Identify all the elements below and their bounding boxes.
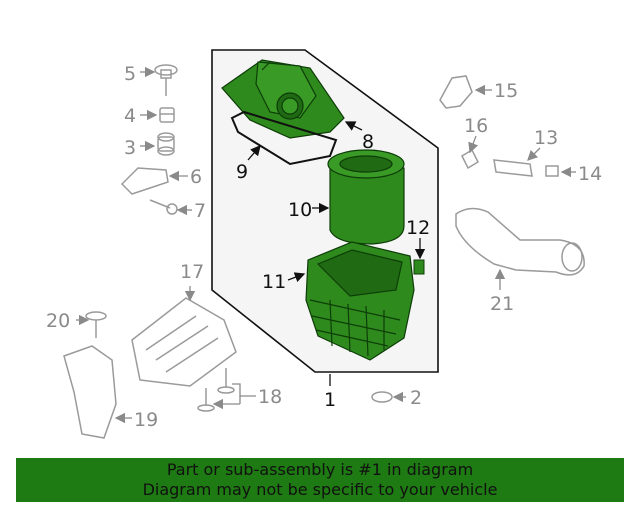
callout-10: 10 [288, 199, 312, 221]
duct-outlet [561, 242, 583, 272]
washer-2 [371, 391, 393, 403]
callout-9: 9 [236, 161, 248, 183]
callout-11: 11 [262, 271, 286, 293]
callout-8: 8 [362, 131, 374, 153]
callout-1: 1 [324, 389, 336, 411]
callout-21: 21 [490, 293, 514, 315]
air-cleaner-cover [221, 59, 345, 139]
notice-banner: Part or sub-assembly is #1 in diagram Di… [16, 458, 624, 502]
bolt-18a-head [217, 386, 235, 394]
lower-housing [305, 241, 415, 361]
duct-19 [63, 345, 117, 439]
callout-16: 16 [464, 115, 488, 137]
air-filter-element [327, 149, 405, 245]
nut-4 [159, 107, 175, 123]
callout-15: 15 [494, 80, 518, 102]
bolt-7 [149, 199, 171, 209]
callout-7: 7 [194, 200, 206, 222]
clip-14 [545, 165, 559, 177]
callout-20: 20 [46, 310, 70, 332]
bolt-20-head [85, 311, 107, 321]
bolt-7-head [166, 203, 178, 215]
callout-numbers: 1 2 3 4 5 6 7 8 9 10 11 12 13 14 15 16 1… [46, 63, 602, 431]
callout-17: 17 [180, 261, 204, 283]
callout-2: 2 [410, 387, 422, 409]
bolt-5 [154, 64, 178, 96]
grommet-3 [157, 132, 175, 156]
bracket-6 [120, 167, 169, 195]
parts-diagram: 1 2 3 4 5 6 7 8 9 10 11 12 13 14 15 16 1… [46, 49, 602, 439]
callout-6: 6 [190, 166, 202, 188]
callout-12: 12 [406, 217, 430, 239]
callout-13: 13 [534, 127, 558, 149]
callout-14: 14 [578, 163, 602, 185]
callout-18: 18 [258, 386, 282, 408]
leader-lines-dark [247, 121, 426, 386]
sensor-15 [439, 75, 473, 109]
notice-line-2: Diagram may not be specific to your vehi… [142, 480, 498, 499]
intake-duct-21 [455, 207, 585, 276]
connector-13 [493, 159, 533, 177]
leader-lines-gray [76, 66, 576, 424]
housing-clip [413, 259, 425, 275]
plug-16 [461, 148, 479, 170]
cover-gasket [230, 110, 338, 166]
callout-5: 5 [124, 63, 136, 85]
callout-4: 4 [124, 105, 136, 127]
callout-3: 3 [124, 137, 136, 159]
callout-19: 19 [134, 409, 158, 431]
notice-line-1: Part or sub-assembly is #1 in diagram [166, 460, 474, 479]
